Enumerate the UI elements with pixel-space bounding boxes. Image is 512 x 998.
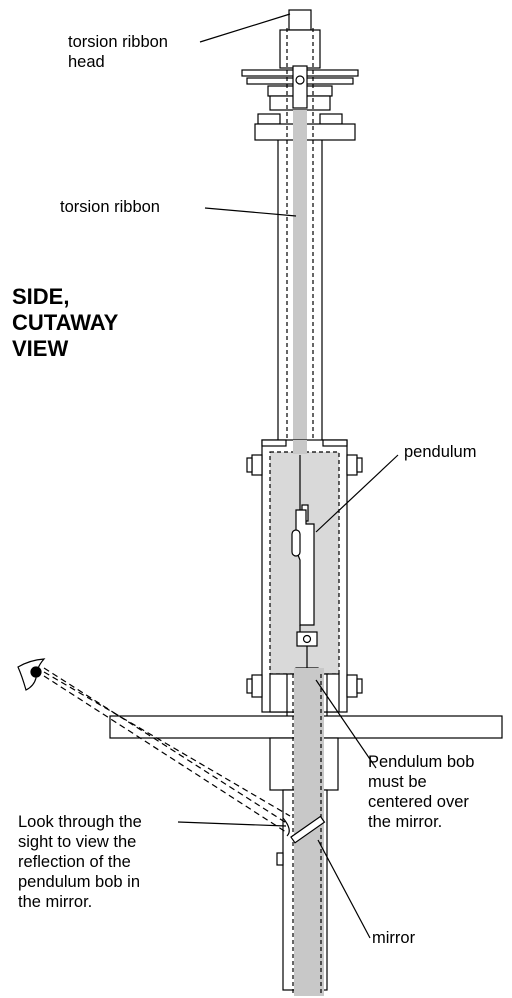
leader-mirror [317,839,371,939]
leader-torsion-ribbon [204,207,297,217]
eye-icon [17,658,46,691]
lower-stem [269,668,339,996]
sight-lines [43,667,291,833]
leader-torsion-ribbon-head [199,13,291,43]
mirror-glass [290,815,326,844]
diagram-title: SIDE, CUTAWAY VIEW [12,284,119,361]
leader-pendulum [315,454,399,533]
label-torsion-ribbon: torsion ribbon [60,198,160,216]
label-mirror: mirror [372,929,416,947]
label-pendulum: pendulum [404,443,477,461]
leader-pendulum-bob [315,679,377,769]
label-look-through-sight: Look through the sight to view the refle… [18,813,142,911]
support-tube [277,28,323,455]
label-torsion-ribbon-head: torsion ribbon head [68,33,168,71]
label-pendulum-bob: Pendulum bob must be centered over the m… [368,753,475,831]
leader-look-through [177,821,287,827]
